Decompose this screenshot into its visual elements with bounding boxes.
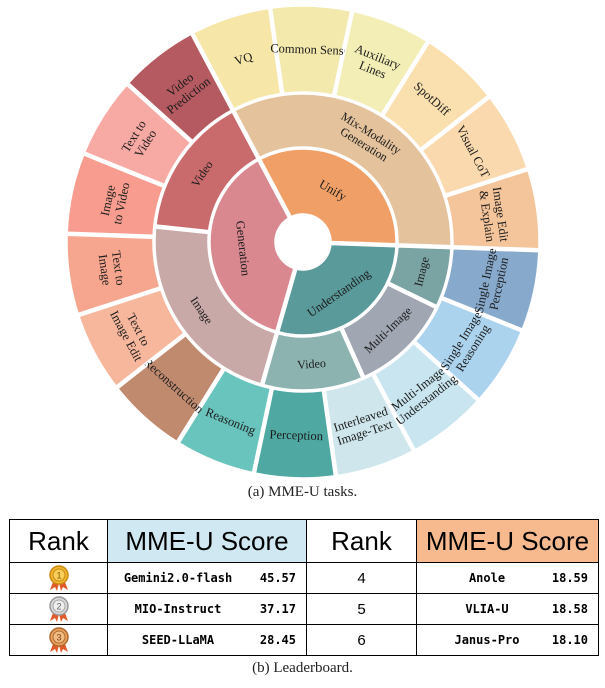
- outer-segment: [66, 154, 165, 237]
- outer-segment-label: Text toImage: [95, 250, 127, 288]
- outer-segment-label: Imageto Video: [97, 178, 133, 225]
- leaderboard-row: 2 MIO-Instruct 37.17 5 VLIA-U 18.58: [9, 593, 599, 625]
- generation-segment: [209, 159, 295, 332]
- model-name: Anole: [468, 571, 506, 585]
- inner-segment: [154, 227, 277, 385]
- leaderboard-header-row: Rank MME-U Score Rank MME-U Score: [9, 519, 599, 563]
- model-score: 28.45: [259, 633, 296, 647]
- outer-segment: [414, 298, 523, 400]
- outer-segment: [254, 388, 336, 479]
- outer-segment: [83, 84, 192, 186]
- inner-segment-label: Video: [297, 356, 327, 372]
- gold-medal-icon: 1: [9, 562, 108, 594]
- caption-a: (a) MME-U tasks.: [247, 484, 358, 500]
- rank-cell: 6: [306, 624, 417, 656]
- outer-segment: [78, 288, 185, 388]
- model-score: 45.57: [259, 571, 296, 585]
- outer-segment: [334, 10, 428, 116]
- rank-cell: 4: [306, 562, 417, 594]
- model-score: 18.58: [551, 602, 588, 616]
- rank-header-right: Rank: [306, 519, 417, 563]
- svg-text:3: 3: [56, 633, 61, 643]
- model-name: Gemini2.0-flash: [123, 571, 233, 585]
- outer-segment: [178, 368, 272, 474]
- inner-segment: [342, 283, 437, 378]
- leaderboard-row: 3 SEED-LLaMA 28.45 6 Janus-Pro 18.10: [9, 624, 599, 656]
- model-name: VLIA-U: [465, 602, 509, 616]
- unify-segment: [259, 148, 397, 245]
- outer-segment: [382, 41, 490, 150]
- model-name: Janus-Pro: [454, 633, 520, 647]
- svg-text:1: 1: [56, 571, 61, 581]
- outer-segment: [421, 96, 528, 196]
- inner-segment: [388, 246, 452, 307]
- score-cell: SEED-LLaMA 28.45: [107, 624, 307, 656]
- inner-segment: [262, 328, 363, 391]
- model-score: 18.59: [551, 571, 588, 585]
- inner-segment: [233, 93, 452, 247]
- svg-text:2: 2: [56, 602, 61, 612]
- rank-cell: 5: [306, 593, 417, 625]
- outer-segment-label: Common Sense: [270, 41, 350, 58]
- score-header-left: MME-U Score: [107, 519, 307, 563]
- outer-segment: [324, 374, 414, 477]
- outer-segment: [441, 247, 540, 330]
- leaderboard-row: 1 Gemini2.0-flash 45.57 4 Anole 18.59: [9, 562, 599, 594]
- model-score: 18.10: [551, 633, 588, 647]
- bronze-medal-icon: 3: [9, 624, 108, 656]
- understanding-segment: [277, 243, 397, 336]
- outer-segment-label: Perception: [269, 427, 324, 443]
- outer-segment: [127, 33, 233, 142]
- model-name: SEED-LLaMA: [141, 633, 215, 647]
- leaderboard-table: Rank MME-U Score Rank MME-U Score 1 Gemi…: [9, 519, 599, 656]
- outer-segment: [66, 234, 161, 315]
- caption-b: (b) Leaderboard.: [252, 660, 353, 676]
- outer-segment-label: VQ: [233, 49, 255, 68]
- score-cell: VLIA-U 18.58: [416, 593, 599, 625]
- rank-header-left: Rank: [9, 519, 108, 563]
- score-cell: Gemini2.0-flash 45.57: [107, 562, 307, 594]
- outer-segment: [270, 5, 352, 96]
- inner-segment: [155, 111, 259, 232]
- model-score: 37.17: [259, 602, 296, 616]
- score-header-right: MME-U Score: [416, 519, 599, 563]
- generation-label: Generation: [233, 220, 253, 277]
- outer-segment: [445, 169, 540, 250]
- outer-segment: [373, 342, 479, 451]
- model-name: MIO-Instruct: [134, 602, 222, 616]
- outer-segment: [192, 7, 282, 110]
- score-cell: Janus-Pro 18.10: [416, 624, 599, 656]
- score-cell: Anole 18.59: [416, 562, 599, 594]
- silver-medal-icon: 2: [9, 593, 108, 625]
- score-cell: MIO-Instruct 37.17: [107, 593, 307, 625]
- outer-segment: [116, 334, 224, 443]
